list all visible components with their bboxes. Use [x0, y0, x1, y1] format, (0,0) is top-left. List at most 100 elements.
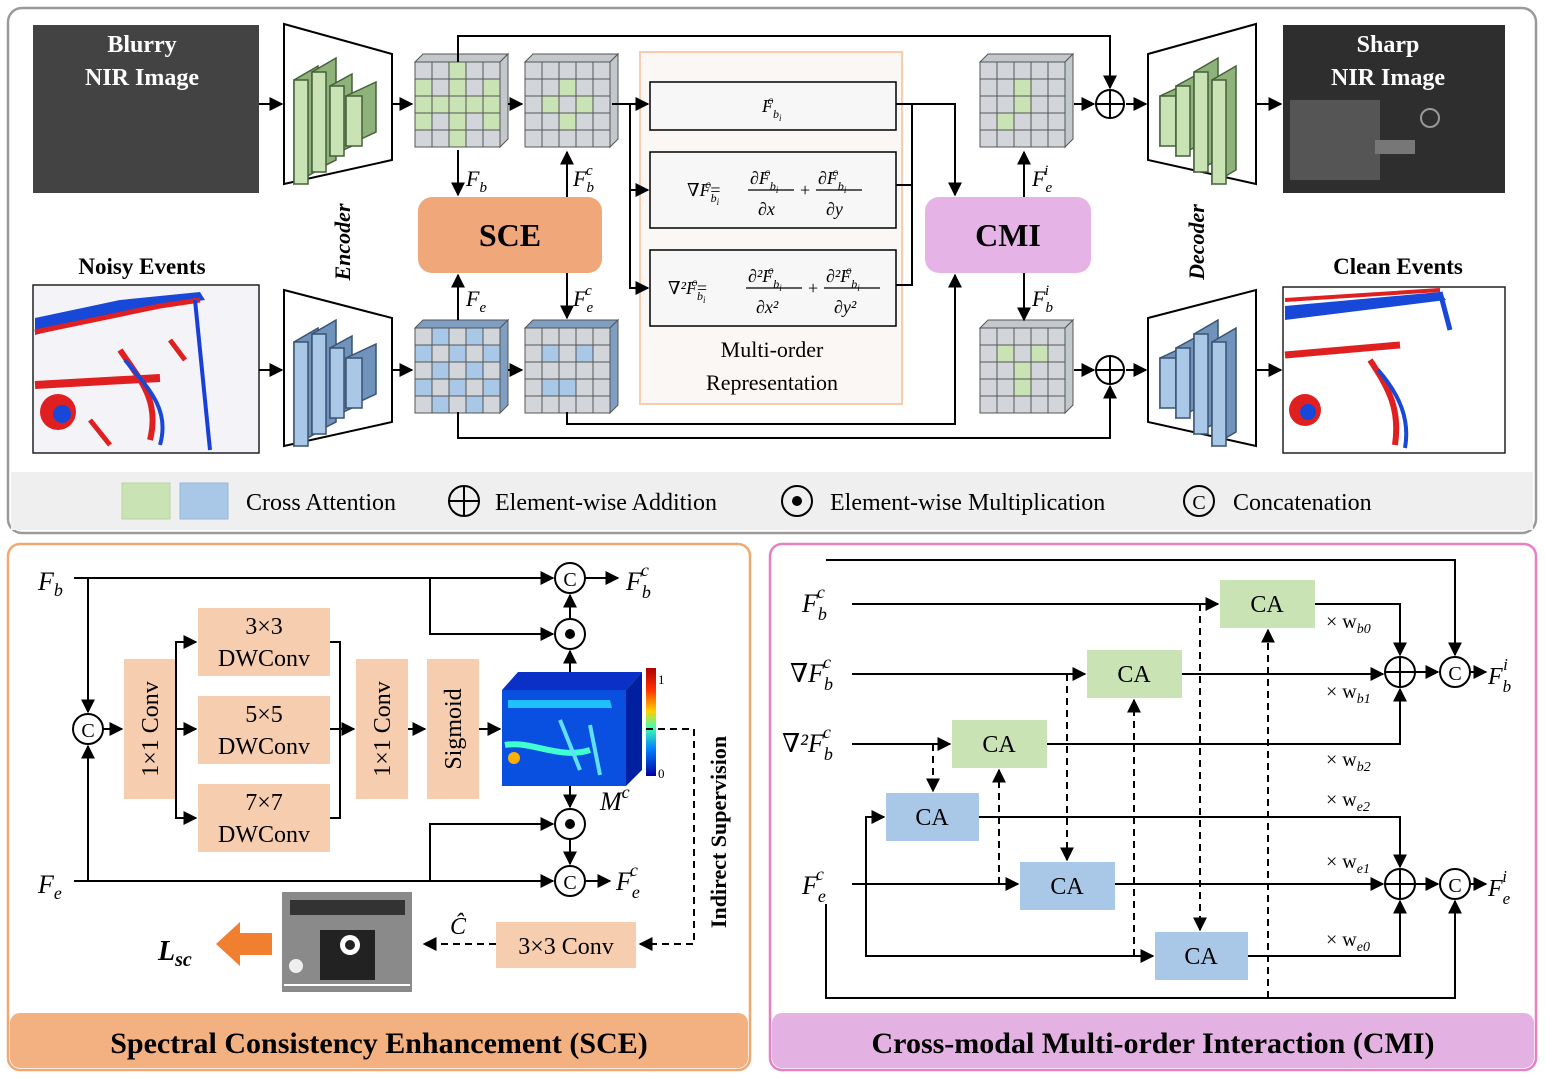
- consistency-map-image: [282, 892, 412, 992]
- top-arrows: [259, 35, 1283, 439]
- sce-concat-in: C: [72, 713, 104, 745]
- cmi-out-fei: Fei: [1487, 867, 1511, 908]
- feature-grids: [413, 52, 1075, 415]
- noisy-events-label: Noisy Events: [78, 254, 205, 279]
- svg-text:CA: CA: [1250, 592, 1284, 618]
- legend-addition: Element-wise Addition: [495, 490, 717, 516]
- svg-text:∇Fbic=: ∇Fbic=: [687, 177, 721, 207]
- decoder-bottom: [1147, 288, 1257, 448]
- weight-b1: × wb1: [1326, 681, 1371, 707]
- fbc-label: Fbc: [572, 163, 594, 196]
- blurry-label-1: Blurry: [107, 32, 176, 58]
- sce-concat-top: C: [554, 562, 586, 594]
- ca-e2: CA: [886, 793, 979, 841]
- noisy-events-image: [32, 284, 260, 454]
- legend-concatenation: Concatenation: [1233, 490, 1372, 516]
- ca-e0: CA: [1155, 932, 1248, 980]
- svg-text:CA: CA: [915, 805, 949, 831]
- cmi-in-lap-fbc: ∇²Fbc: [782, 722, 833, 764]
- add-circle-bottom: [1095, 355, 1125, 385]
- svg-text:C: C: [1448, 875, 1461, 897]
- sce-out-fbc: Fbc: [625, 560, 651, 602]
- legend-add-icon: [448, 485, 480, 517]
- legend-bar: [11, 472, 1533, 530]
- cmi-concat-b: C: [1439, 656, 1471, 688]
- loss-arrow-icon: [216, 922, 272, 966]
- weight-e1: × we1: [1326, 851, 1370, 877]
- legend-mult-icon: [781, 485, 813, 517]
- decoder-top: [1147, 22, 1257, 186]
- svg-text:5×5: 5×5: [245, 702, 283, 728]
- cmi-block-label: CMI: [975, 217, 1041, 253]
- mask-label: Mc: [599, 782, 630, 816]
- ca-e1: CA: [1020, 862, 1115, 910]
- sce-fe-input: Fe: [37, 870, 62, 903]
- fec-label: Fec: [572, 283, 593, 316]
- svg-text:+: +: [800, 180, 810, 200]
- cmi-concat-e: C: [1439, 868, 1471, 900]
- grid-fe: [413, 318, 510, 415]
- svg-text:DWConv: DWConv: [218, 734, 310, 760]
- sharp-nir-image: Sharp NIR Image: [1283, 25, 1505, 193]
- svg-text:∂y²: ∂y²: [834, 297, 857, 317]
- sharp-label-1: Sharp: [1357, 32, 1420, 58]
- sce-arrows: [74, 571, 695, 951]
- encoder-bottom: [283, 288, 393, 448]
- sce-sigmoid-label: Sigmoid: [441, 688, 467, 769]
- eq2: ∇Fbic= ∂Fbic ∂x + ∂Fbic ∂y: [687, 165, 862, 219]
- multi-order-title-1: Multi-order: [721, 337, 824, 362]
- cmi-arrows: [825, 559, 1488, 999]
- svg-text:DWConv: DWConv: [218, 646, 310, 672]
- cmi-panel-title: Cross-modal Multi-order Interaction (CMI…: [872, 1027, 1435, 1060]
- cmi-add-b: [1384, 656, 1416, 688]
- svg-text:∇²Fbic=: ∇²Fbic=: [668, 275, 707, 305]
- svg-text:CA: CA: [1117, 662, 1151, 688]
- sce-block-label: SCE: [479, 217, 541, 253]
- clean-events-image: [1282, 286, 1506, 454]
- sce-mult-bottom: [554, 808, 586, 840]
- svg-text:3×3: 3×3: [245, 614, 283, 640]
- multi-order-title-2: Representation: [706, 370, 838, 395]
- cmi-in-grad-fbc: ∇Fbc: [790, 652, 833, 694]
- sce-sigmoid: [427, 659, 479, 799]
- legend-blue-swatch: [179, 482, 229, 520]
- sce-out-fec: Fec: [615, 860, 640, 902]
- encoder-top: [283, 22, 393, 186]
- colorbar-max: 1: [658, 672, 665, 687]
- svg-text:∂x: ∂x: [758, 199, 775, 219]
- fei-label: Fei: [1031, 163, 1052, 196]
- svg-text:C: C: [1192, 492, 1205, 514]
- sce-conv2-label: 1×1 Conv: [370, 681, 396, 777]
- clean-events-label: Clean Events: [1333, 254, 1463, 279]
- decoder-label: Decoder: [1184, 204, 1209, 281]
- svg-text:∂x²: ∂x²: [756, 297, 779, 317]
- legend-green-swatch: [121, 482, 171, 520]
- grid-fei: [978, 318, 1075, 415]
- cmi-add-e: [1384, 868, 1416, 900]
- cmi-title-bar: [772, 1013, 1534, 1068]
- svg-text:C: C: [81, 720, 94, 742]
- sharp-label-2: NIR Image: [1331, 65, 1445, 91]
- eq1-box: [649, 81, 897, 131]
- grid-fb: [413, 52, 510, 149]
- weight-e2: × we2: [1326, 789, 1370, 815]
- cmi-out-fbi: Fbi: [1487, 655, 1511, 696]
- weight-e0: × we0: [1326, 929, 1370, 955]
- legend: Cross Attention Element-wise Addition El…: [121, 482, 1372, 520]
- colorbar: [646, 668, 656, 776]
- weight-b2: × wb2: [1326, 749, 1371, 775]
- sce-title-bar: [10, 1013, 748, 1068]
- indirect-supervision-label: Indirect Supervision: [706, 736, 731, 928]
- fb-label: Fb: [465, 166, 487, 196]
- svg-text:DWConv: DWConv: [218, 822, 310, 848]
- cmi-panel: [768, 542, 1538, 1072]
- fe-label: Fe: [465, 286, 486, 316]
- sce-block: [418, 197, 602, 273]
- colorbar-min: 0: [658, 766, 665, 781]
- sce-conv2: [356, 659, 408, 799]
- cmi-block: [925, 197, 1091, 273]
- sce-mult-top: [554, 618, 586, 650]
